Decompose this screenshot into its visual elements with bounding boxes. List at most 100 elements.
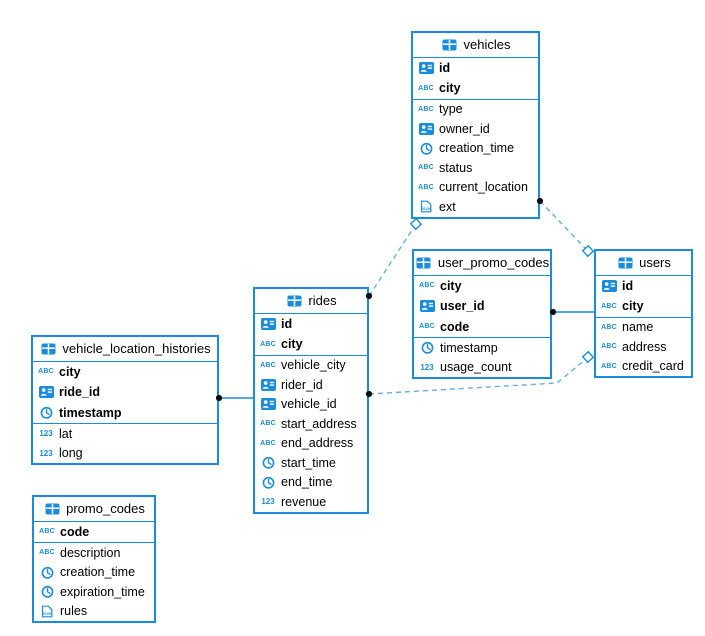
table-title: rides — [308, 293, 337, 309]
column-end_time[interactable]: end_time — [255, 473, 367, 493]
abc-text-type-icon: ABC — [259, 440, 277, 447]
abc-text-type-icon: ABC — [418, 323, 436, 330]
table-header: vehicle_location_histories — [33, 337, 217, 362]
table-icon — [39, 343, 57, 355]
column-user_id[interactable]: user_id — [414, 296, 550, 317]
abc-text-type-icon-label: ABC — [419, 323, 435, 331]
json-type-icon-label: JSON — [421, 207, 432, 211]
abc-text-type-icon-label: ABC — [260, 340, 276, 348]
table-header: user_promo_codes — [414, 251, 550, 276]
abc-text-type-icon-label: ABC — [601, 323, 617, 331]
number-type-icon: 123 — [418, 363, 436, 372]
column-type[interactable]: ABC type — [413, 100, 538, 120]
timestamp-clock-icon — [38, 566, 56, 579]
column-name-label: credit_card — [622, 359, 684, 374]
abc-text-type-icon: ABC — [417, 106, 435, 113]
column-long[interactable]: 123 long — [33, 444, 217, 464]
column-name-label: address — [622, 339, 667, 354]
number-type-icon-label: 123 — [420, 362, 434, 372]
column-ride_id[interactable]: ride_id — [33, 382, 217, 403]
column-end_address[interactable]: ABC end_address — [255, 434, 367, 454]
column-creation_time[interactable]: creation_time — [34, 563, 154, 583]
abc-text-type-icon-label: ABC — [260, 420, 276, 428]
column-id[interactable]: id — [413, 58, 538, 79]
column-name-label: city — [281, 337, 303, 352]
abc-text-type-icon: ABC — [600, 324, 618, 331]
json-type-icon: JSON — [417, 200, 435, 213]
timestamp-clock-icon — [418, 341, 436, 354]
column-expiration_time[interactable]: expiration_time — [34, 582, 154, 602]
relationship-diamond-endpoint — [409, 217, 423, 231]
column-owner_id[interactable]: owner_id — [413, 119, 538, 139]
table-header: vehicles — [413, 33, 538, 58]
column-name-label: end_address — [281, 436, 354, 451]
column-name-label: vehicle_id — [281, 397, 337, 412]
column-creation_time[interactable]: creation_time — [413, 139, 538, 159]
column-vehicle_id[interactable]: vehicle_id — [255, 395, 367, 415]
column-code[interactable]: ABC code — [414, 317, 550, 338]
abc-text-type-icon-label: ABC — [38, 368, 54, 376]
column-start_time[interactable]: start_time — [255, 453, 367, 473]
column-start_address[interactable]: ABC start_address — [255, 414, 367, 434]
id-badge-icon — [417, 122, 435, 135]
column-id[interactable]: id — [596, 276, 691, 297]
abc-text-type-icon: ABC — [38, 528, 56, 535]
column-name-label: ext — [439, 199, 456, 214]
relationship-diamond-endpoint — [581, 350, 595, 364]
column-name-label: end_time — [281, 475, 333, 490]
column-name-label: long — [59, 446, 83, 461]
column-ext[interactable]: JSON ext — [413, 197, 538, 217]
column-address[interactable]: ABC address — [596, 337, 691, 357]
json-type-icon: JSON — [38, 605, 56, 618]
column-credit_card[interactable]: ABC credit_card — [596, 357, 691, 377]
column-name-label: code — [440, 319, 470, 334]
abc-text-type-icon: ABC — [37, 368, 55, 375]
abc-text-type-icon: ABC — [417, 184, 435, 191]
number-type-icon: 123 — [37, 429, 55, 438]
table-header: users — [596, 251, 691, 276]
abc-text-type-icon: ABC — [600, 363, 618, 370]
number-type-icon: 123 — [37, 449, 55, 458]
column-name-label: city — [439, 81, 461, 96]
column-rider_id[interactable]: rider_id — [255, 375, 367, 395]
timestamp-clock-icon — [259, 456, 277, 469]
abc-text-type-icon-label: ABC — [601, 343, 617, 351]
column-name-label: start_address — [281, 416, 357, 431]
column-timestamp[interactable]: timestamp — [414, 338, 550, 358]
number-type-icon-label: 123 — [39, 448, 53, 458]
column-id[interactable]: id — [255, 314, 367, 335]
id-badge-icon — [418, 300, 436, 313]
column-name-label: vehicle_city — [281, 358, 346, 373]
column-city[interactable]: ABC city — [255, 334, 367, 355]
relationship-line[interactable] — [539, 200, 586, 249]
column-timestamp[interactable]: timestamp — [33, 403, 217, 424]
column-name-label: type — [439, 102, 463, 117]
abc-text-type-icon-label: ABC — [39, 528, 55, 536]
relationship-line[interactable] — [368, 226, 415, 297]
id-badge-icon — [259, 398, 277, 411]
